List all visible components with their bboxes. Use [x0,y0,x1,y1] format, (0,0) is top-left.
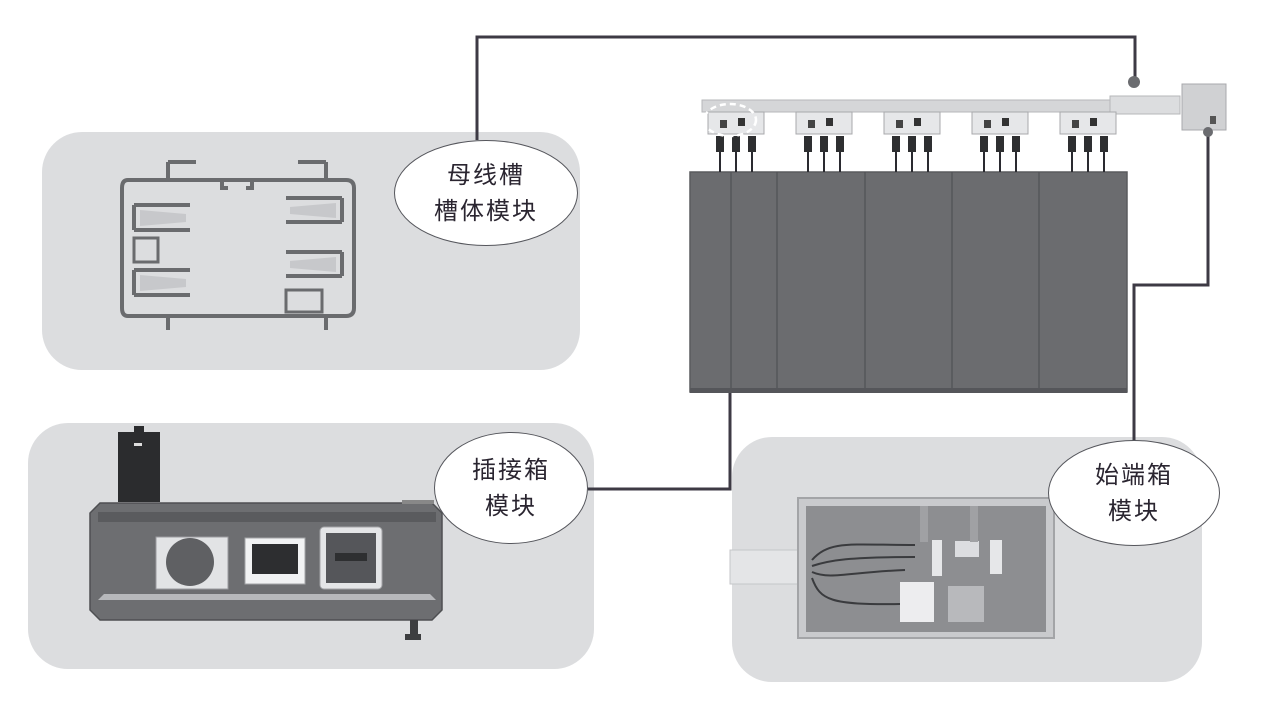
connector-feeder [1132,130,1210,460]
busbar-trunk [701,83,1227,137]
label-plugin-box-module: 插接箱 模块 [434,432,588,544]
tap-off-unit [795,111,853,172]
busway-contacts [140,203,336,291]
busway-cross-section [120,160,356,330]
label-line: 槽体模块 [434,197,538,225]
plug-in-box [89,426,443,640]
busway-connector-node [1128,76,1140,88]
label-line: 母线槽 [447,161,525,189]
feeder-busway-entry [729,549,803,585]
tap-off-unit [883,111,941,172]
highlight-ring [702,102,758,138]
label-feeder-box-module: 始端箱 模块 [1048,440,1220,546]
tap-off-unit [971,111,1029,172]
feeder-box [729,497,1055,639]
label-line: 始端箱 [1095,461,1173,489]
label-busway-module: 母线槽 槽体模块 [394,140,578,246]
plug-in-head [118,432,160,502]
tap-off-unit [707,111,765,172]
tap-off-units [707,111,1117,172]
connector-plugin [588,392,732,491]
label-line: 模块 [485,492,537,520]
tap-off-unit [1059,111,1117,172]
connector-busway [475,35,1137,140]
contactor [900,582,934,622]
feeder-junction-box [1181,83,1227,131]
connector-lines [475,35,1210,491]
transformer [948,586,984,622]
switchgear-cabinet [689,171,1128,393]
cabinet-body [689,171,1128,393]
label-line: 模块 [1108,497,1160,525]
cabinet-panel-dividers [730,172,1040,392]
label-line: 插接箱 [472,456,550,484]
